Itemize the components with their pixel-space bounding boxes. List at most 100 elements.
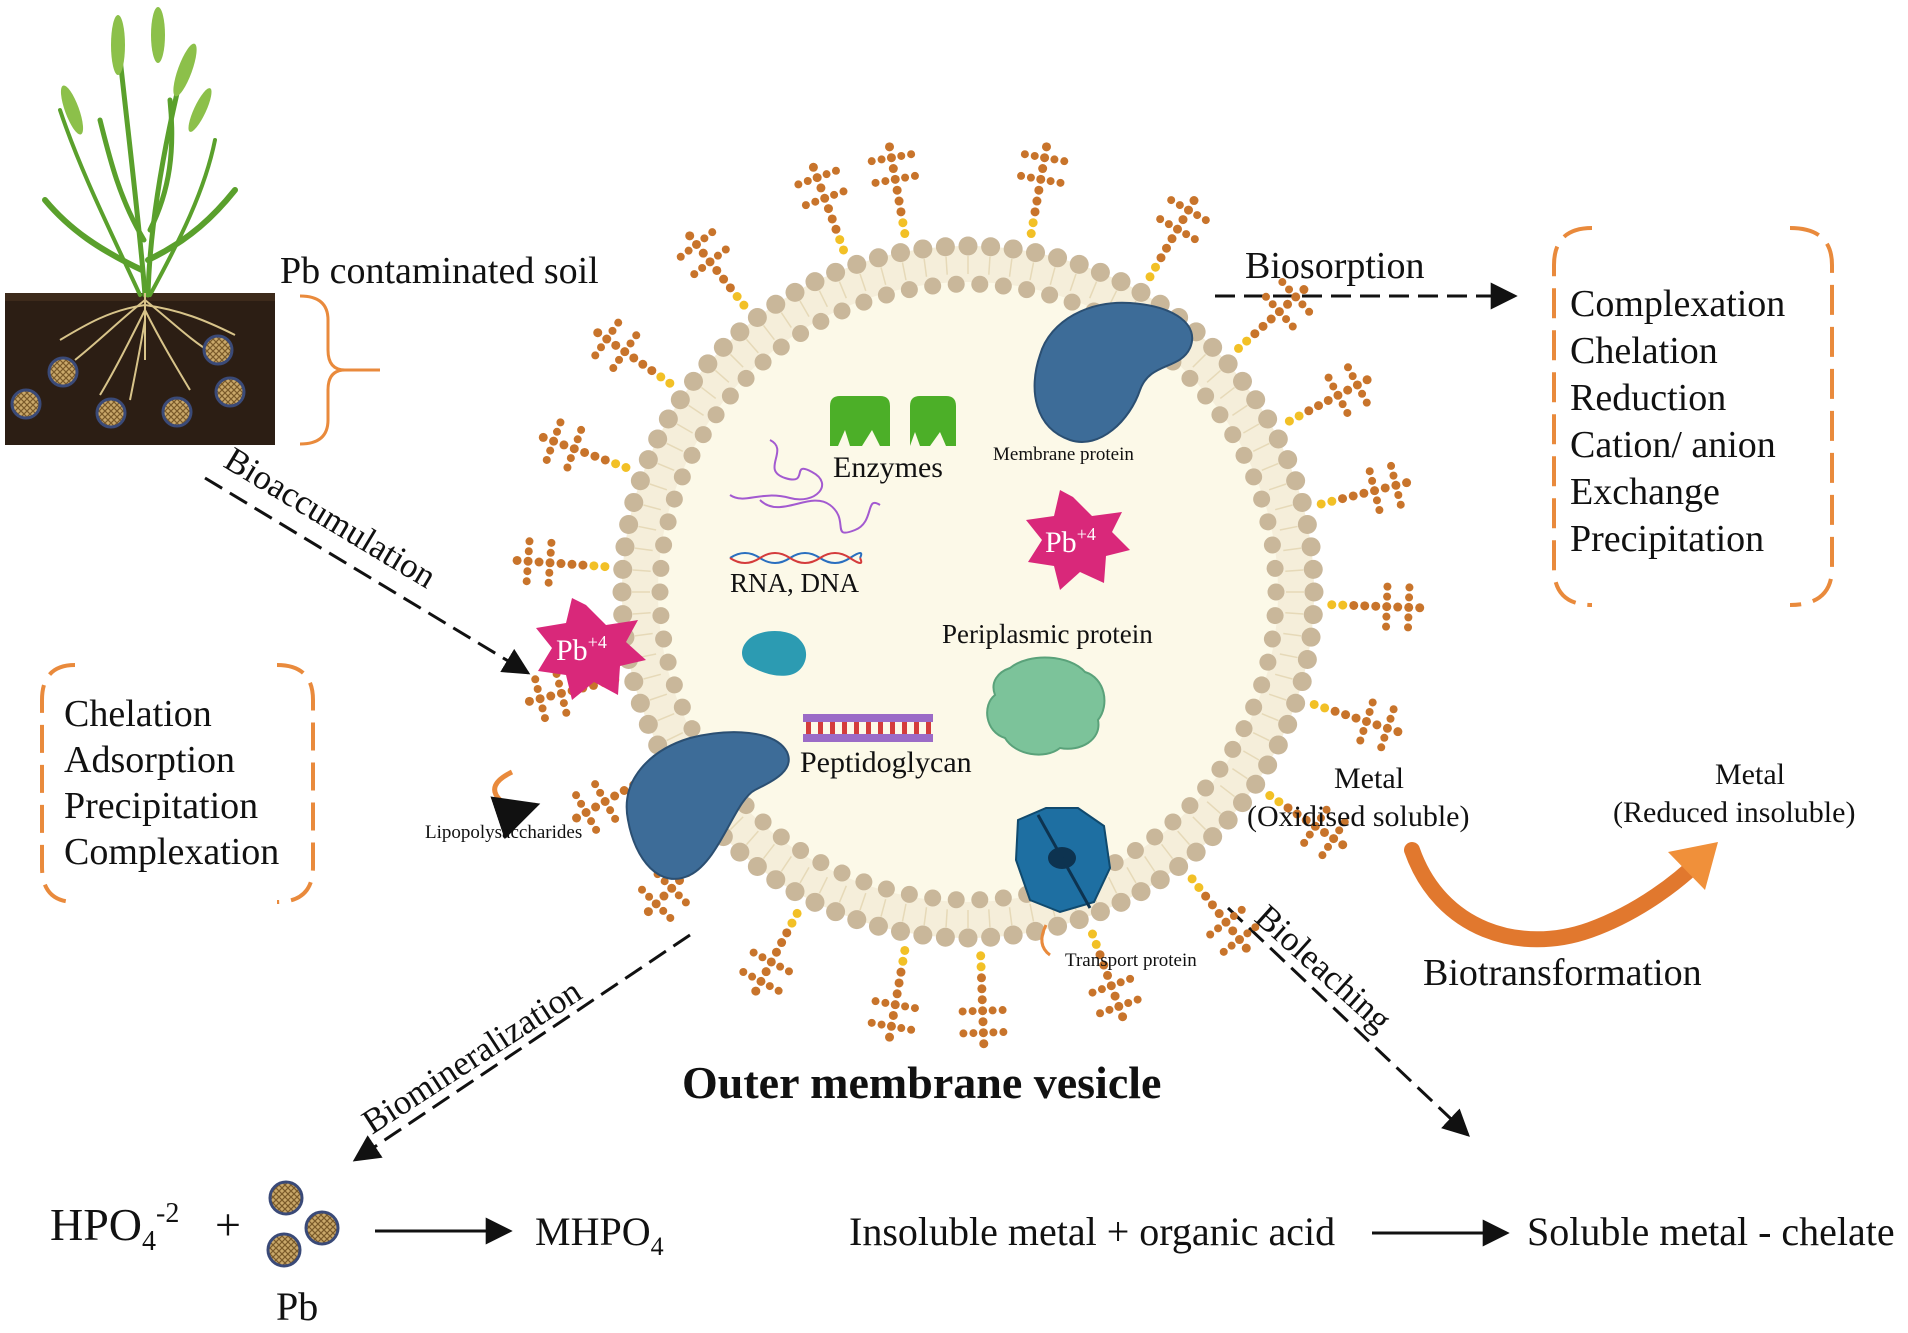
lipid-head: [1245, 468, 1263, 486]
lipid-head: [772, 828, 790, 846]
lipid-tail: [729, 353, 744, 368]
lipid-head: [619, 514, 639, 534]
lipid-head: [1304, 582, 1324, 602]
pb-particles-in-soil: [10, 334, 246, 429]
lipid-head: [1259, 513, 1277, 531]
lipid-head: [1203, 337, 1223, 357]
small-protein-icon: [742, 631, 807, 676]
lipid-head: [1197, 779, 1215, 797]
lipid-tail: [818, 876, 829, 894]
lipid-tail: [1126, 867, 1137, 884]
lipid-head: [683, 371, 703, 391]
lipid-head: [1126, 842, 1144, 860]
lipid-head: [971, 891, 989, 909]
lipid-head: [833, 302, 851, 320]
lipid-head: [1181, 797, 1199, 815]
lps-chain: [1145, 196, 1210, 282]
peptidoglycan-label: Peptidoglycan: [800, 746, 972, 779]
lipid-head: [730, 322, 750, 342]
lipid-head: [877, 286, 895, 304]
lipid-tail: [666, 442, 684, 453]
lipid-tail: [880, 267, 887, 286]
lipid-head: [1278, 714, 1298, 734]
lipid-head: [900, 885, 918, 903]
lipid-head: [994, 277, 1012, 295]
lipid-tail: [1274, 673, 1293, 680]
lps-chain: [958, 951, 1008, 1049]
biosorption-label: Biosorption: [1245, 245, 1424, 287]
lipid-tail: [838, 885, 847, 903]
lps-chain: [867, 142, 919, 239]
lipid-head: [1211, 760, 1229, 778]
lipid-head: [1211, 406, 1229, 424]
lipid-head: [766, 870, 786, 890]
lipid-tail: [799, 867, 810, 884]
lipid-head: [673, 468, 691, 486]
membrane-protein-left-icon: [625, 731, 790, 880]
lipid-head: [785, 882, 805, 902]
lipid-head: [1131, 282, 1151, 302]
lipid-head: [1235, 446, 1253, 464]
bioleaching-equation: Insoluble metal + organic acid Soluble m…: [849, 1209, 1895, 1254]
bioleach-reactants: Insoluble metal + organic acid: [849, 1209, 1335, 1254]
lipid-head: [1246, 774, 1266, 794]
lipid-head: [1292, 672, 1312, 692]
lipid-tail: [745, 338, 759, 354]
lipid-head: [612, 582, 632, 602]
lipid-head: [652, 607, 670, 625]
lps-chain: [538, 418, 631, 473]
left-mechanism-box: [40, 663, 315, 904]
right-mechanism-item: Exchange: [1570, 471, 1720, 513]
right-mechanism-item: Reduction: [1570, 377, 1726, 419]
lipid-head: [655, 536, 673, 554]
lipopolysaccharide-chains: [512, 142, 1425, 1049]
lipid-tail: [988, 909, 991, 928]
lipid-head: [707, 406, 725, 424]
lps-chain: [1265, 791, 1349, 860]
right-mechanism-list: Complexation Chelation Reduction Cation/…: [1570, 283, 1785, 560]
periplasmic-protein-icon: [986, 656, 1106, 756]
lipid-tail: [1268, 693, 1287, 701]
lipid-head: [721, 387, 739, 405]
lipid-head: [1003, 239, 1023, 259]
lipid-head: [812, 312, 830, 330]
right-mechanism-box: [1552, 226, 1834, 607]
peptidoglycan-crosslink: [866, 722, 871, 734]
lipid-tail: [634, 547, 653, 552]
lipid-tail: [714, 369, 730, 383]
lipid-head: [1169, 857, 1189, 877]
lipid-head: [698, 354, 718, 374]
bioaccumulation-arrow: [204, 476, 531, 675]
lipid-head: [1292, 492, 1312, 512]
lipid-tail: [1252, 442, 1270, 453]
lipid-tail: [1029, 262, 1035, 281]
lipid-head: [805, 272, 825, 292]
lipid-tail: [666, 731, 684, 742]
lipid-head: [805, 892, 825, 912]
lipid-head: [624, 492, 644, 512]
lipid-head: [935, 237, 955, 257]
biotransformation-label: Biotransformation: [1423, 952, 1702, 994]
lipid-head: [1297, 650, 1317, 670]
peptidoglycan-crosslink: [818, 722, 823, 734]
lipid-head: [683, 720, 701, 738]
lipid-head: [1246, 390, 1266, 410]
lipid-tail: [1268, 483, 1287, 491]
peptidoglycan-crosslink: [806, 722, 811, 734]
lipid-head: [747, 857, 767, 877]
lipid-tail: [632, 612, 651, 615]
transport-protein-icon: [1014, 807, 1112, 914]
periplasmic-protein-label: Periplasmic protein: [942, 619, 1153, 649]
lipid-head: [1069, 910, 1089, 930]
lipid-tail: [1243, 423, 1260, 434]
lipid-head: [877, 880, 895, 898]
lipid-head: [1164, 813, 1182, 831]
lipid-tail: [988, 256, 991, 275]
lipid-head: [935, 927, 955, 947]
lipid-tail: [1069, 273, 1077, 292]
lipid-tail: [923, 258, 928, 277]
lipid-tail: [1285, 569, 1304, 572]
pb-ion-label: Pb+4: [1045, 524, 1096, 559]
right-mechanism-item: Precipitation: [1570, 518, 1764, 560]
lps-chain: [867, 945, 919, 1042]
